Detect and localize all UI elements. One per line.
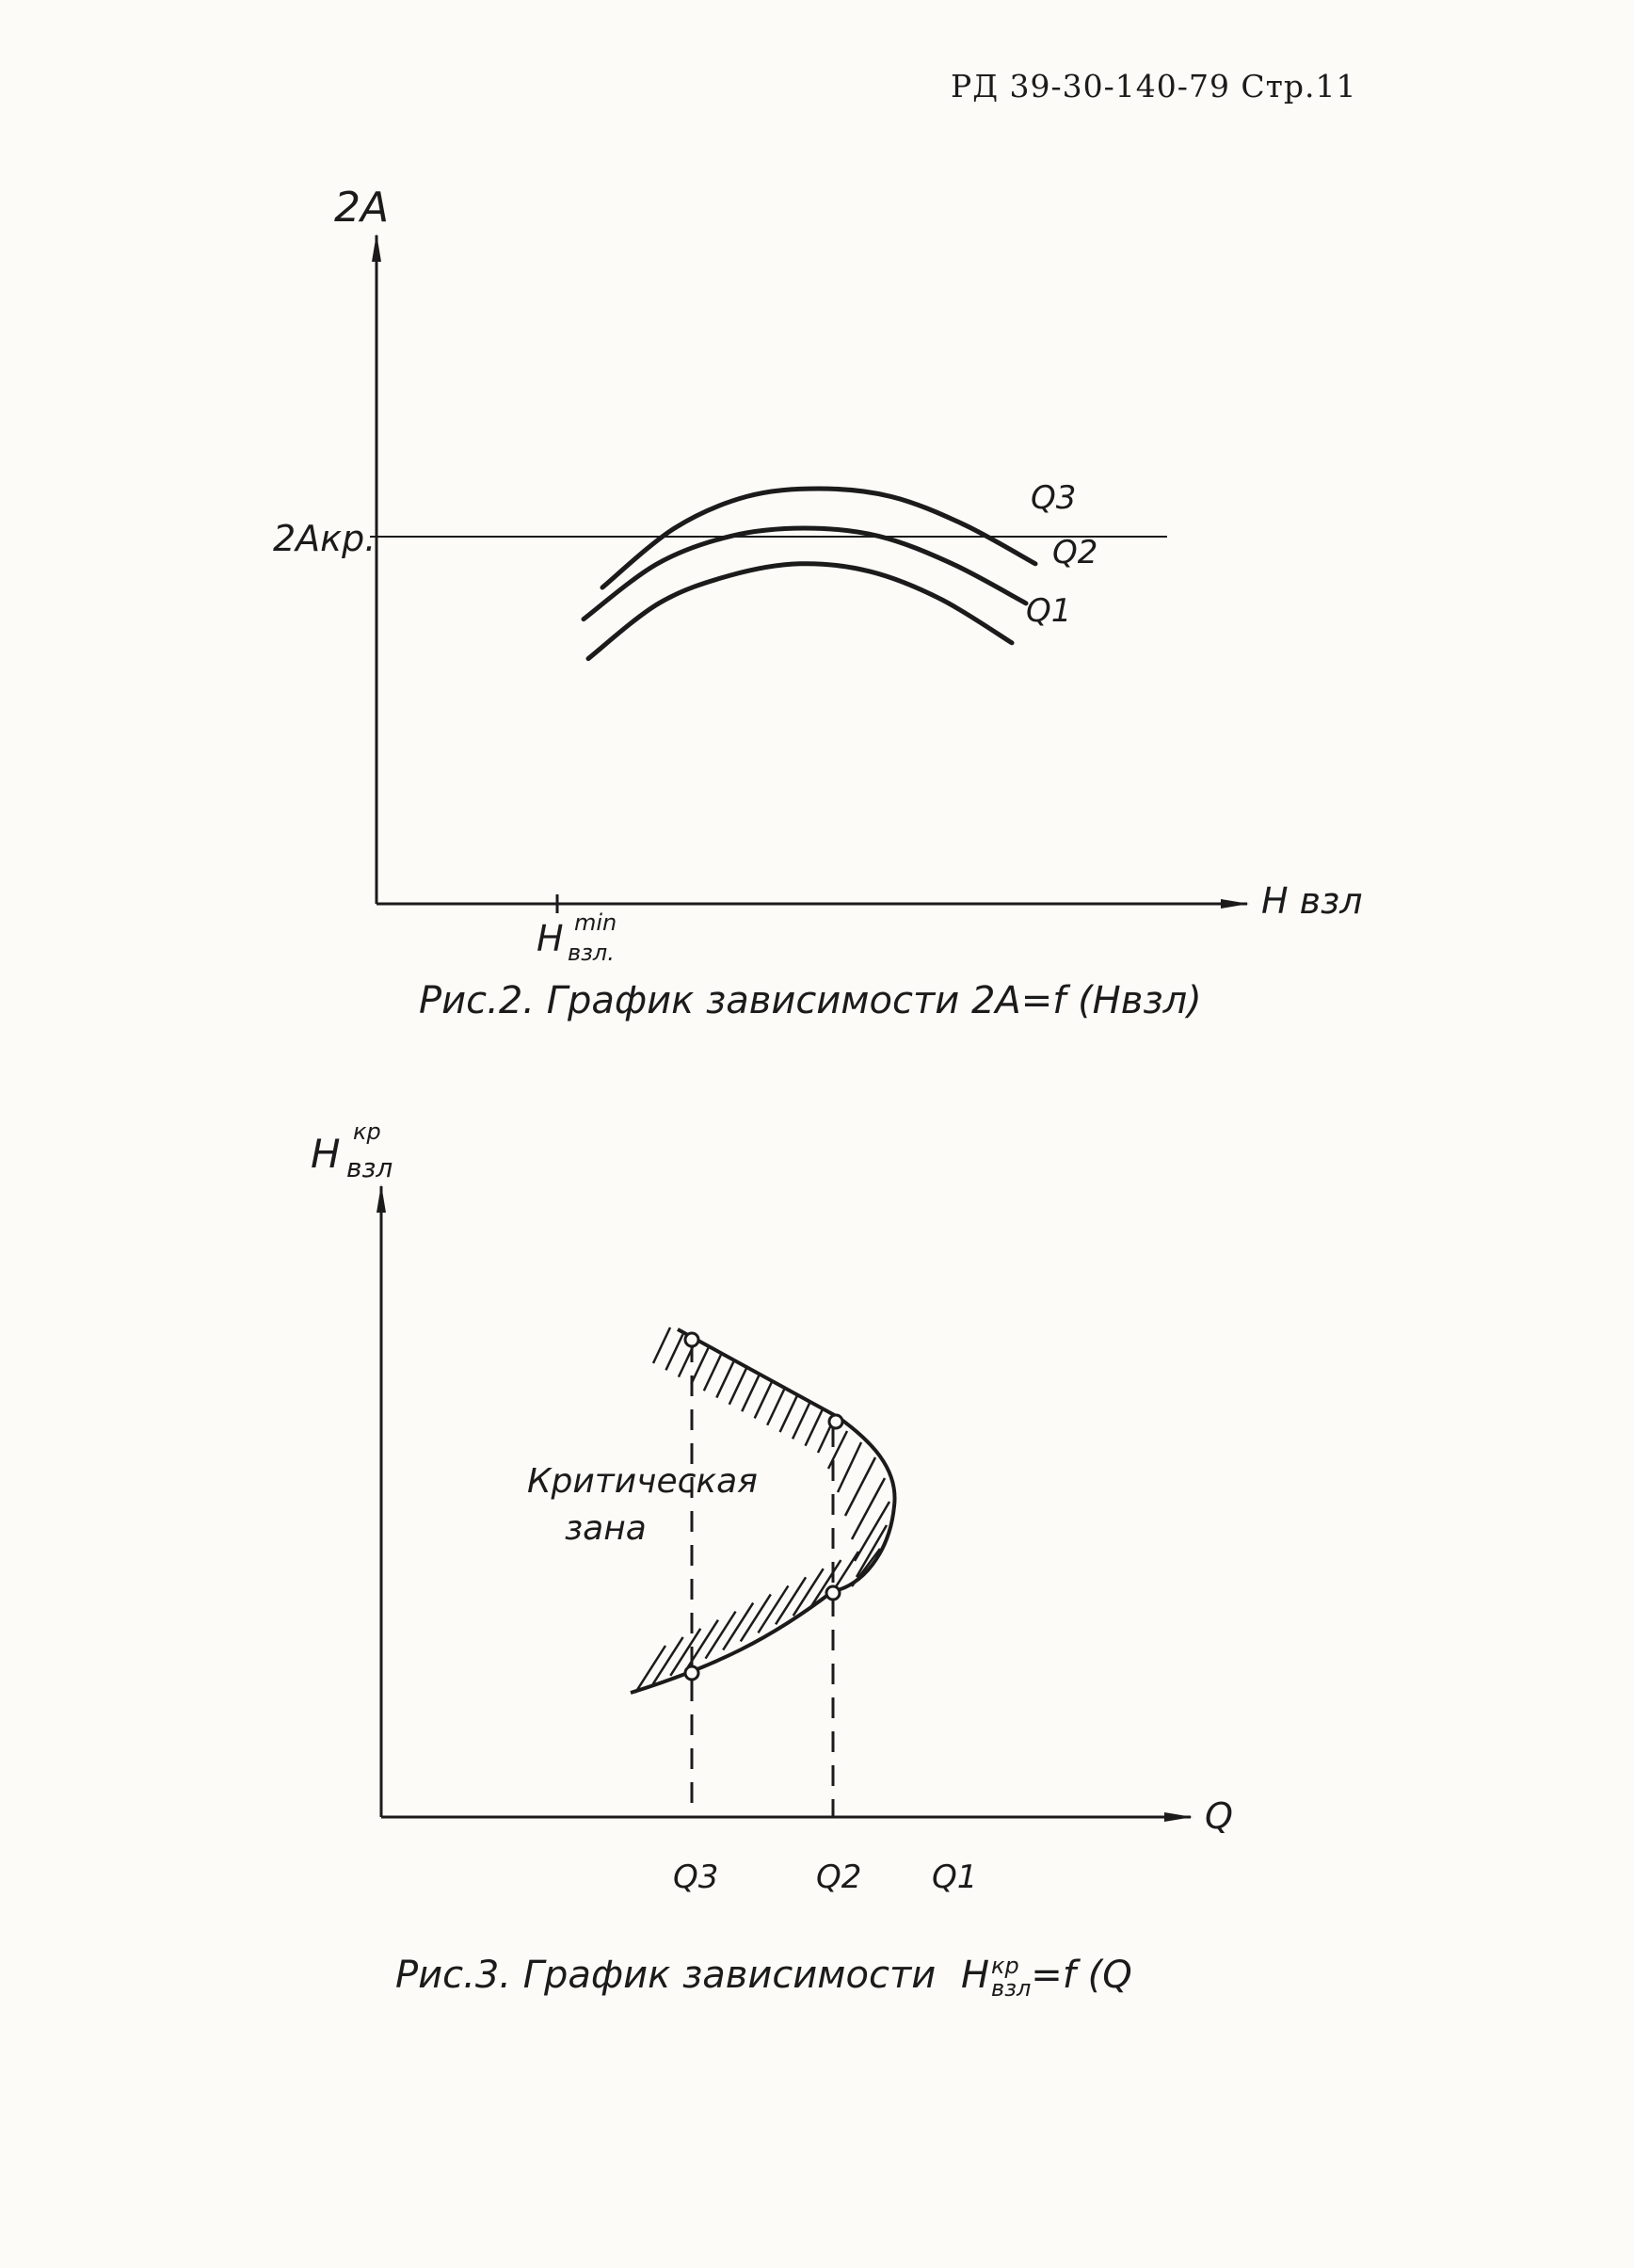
- fig3-tick-q1: Q1: [932, 1858, 977, 1896]
- fig3-caption-formula-tail: =f (Q: [1031, 1954, 1132, 1997]
- fig3-upper-boundary: [677, 1327, 897, 1593]
- fig2-critical-level-label: 2Aкр.: [273, 518, 376, 559]
- fig3-lower-boundary: [630, 1589, 835, 1695]
- fig3-tick-q3: Q3: [673, 1858, 718, 1896]
- figure-3-chart: H кр взл Q Критическая зана Q3 Q2 Q1: [311, 1118, 1233, 1896]
- fig3-caption-formula-sup: кр: [991, 1953, 1019, 1979]
- fig3-point-q3-upper: [683, 1331, 700, 1348]
- fig3-hatch-lower-5: [722, 1601, 755, 1651]
- fig3-caption-formula-sub: взл: [991, 1975, 1032, 2002]
- page-header: РД 39-30-140-79 Стр.11: [951, 68, 1357, 105]
- fig3-hatch-upper-6: [728, 1368, 747, 1406]
- fig3-hatch-upper-10: [778, 1395, 798, 1433]
- fig2-hmin-label-sup: min: [574, 909, 617, 936]
- fig3-hatch-upper-4: [702, 1354, 722, 1391]
- fig3-hatch-upper-9: [766, 1389, 786, 1426]
- fig2-hmin-label-main: H: [537, 918, 564, 959]
- fig3-hatch-upper-8: [753, 1381, 773, 1419]
- fig3-hatching: [633, 1327, 891, 1694]
- fig2-curve-q1: [585, 561, 1015, 662]
- fig3-hatch-lobe-2: [843, 1456, 877, 1517]
- fig3-hatch-lower-3: [686, 1619, 719, 1668]
- figure-2-chart: 2A 2Aкр. H взл H min взл. Q3 Q2 Q1: [273, 184, 1363, 966]
- fig2-series-label-q2: Q2: [1052, 534, 1097, 571]
- fig3-point-q2-lower: [825, 1584, 841, 1601]
- fig3-hatch-lower-6: [739, 1593, 772, 1643]
- fig2-series-label-q3: Q3: [1031, 479, 1076, 517]
- fig3-hatch-lower-0: [633, 1645, 667, 1694]
- fig3-hatch-lower-7: [757, 1584, 790, 1634]
- fig3-hatch-lobe-5: [855, 1524, 889, 1578]
- fig3-tick-q2: Q2: [816, 1858, 861, 1896]
- fig3-hatch-lobe-4: [853, 1501, 891, 1562]
- fig3-hatch-lower-8: [775, 1576, 808, 1625]
- fig3-caption-formula-main: H: [960, 1954, 990, 1997]
- fig2-series-label-q1: Q1: [1026, 592, 1071, 630]
- fig3-caption-main: Рис.3. График зависимости: [395, 1954, 937, 1997]
- fig3-hatch-lower-10: [809, 1559, 842, 1608]
- fig2-x-axis-label: H взл: [1261, 880, 1363, 922]
- fig2-y-axis-label: 2A: [334, 184, 389, 232]
- fig3-hatch-lobe-1: [836, 1441, 863, 1493]
- fig3-hatch-lobe-3: [850, 1477, 887, 1540]
- fig3-zone-label-line1: Критическая: [527, 1462, 758, 1501]
- fig3-hatch-upper-5: [715, 1361, 735, 1399]
- figure-3: H кр взл Q Критическая зана Q3 Q2 Q1: [0, 1111, 1634, 1930]
- fig3-point-q3-lower: [683, 1665, 700, 1681]
- fig3-hatch-upper-12: [804, 1409, 824, 1447]
- fig2-series-group: [581, 486, 1038, 662]
- fig3-x-axis-label: Q: [1205, 1795, 1233, 1837]
- fig3-y-axis-label-sup: кр: [353, 1118, 381, 1145]
- fig3-hatch-upper-3: [690, 1347, 710, 1385]
- fig3-hatch-upper-1: [665, 1333, 684, 1371]
- fig2-hmin-label-sub: взл.: [568, 940, 615, 966]
- fig3-hatch-upper-11: [791, 1402, 811, 1440]
- fig3-hatch-lower-4: [704, 1610, 737, 1660]
- figure-2: 2A 2Aкр. H взл H min взл. Q3 Q2 Q1: [0, 169, 1634, 1064]
- fig3-hatch-lower-1: [651, 1636, 684, 1685]
- fig3-point-q2-upper: [827, 1413, 844, 1430]
- fig3-hatch-lower-2: [669, 1628, 702, 1677]
- fig3-y-axis-label-main: H: [311, 1131, 341, 1177]
- fig3-hatch-lobe-0: [826, 1430, 849, 1470]
- fig3-hatch-upper-0: [651, 1327, 672, 1364]
- fig3-y-axis-label-sub: взл: [346, 1152, 392, 1183]
- fig2-curve-q2: [581, 525, 1029, 622]
- fig3-hatch-upper-7: [741, 1375, 761, 1412]
- fig3-hatch-lower-9: [792, 1568, 825, 1617]
- fig2-curve-q3: [600, 486, 1038, 590]
- figure-3-caption: Рис.3. График зависимости H кр взл =f (Q: [395, 1954, 1132, 2000]
- fig3-zone-label-line2: зана: [565, 1509, 647, 1548]
- figure-2-caption: Рис.2. График зависимости 2A=f (Hвзл): [419, 979, 1202, 1022]
